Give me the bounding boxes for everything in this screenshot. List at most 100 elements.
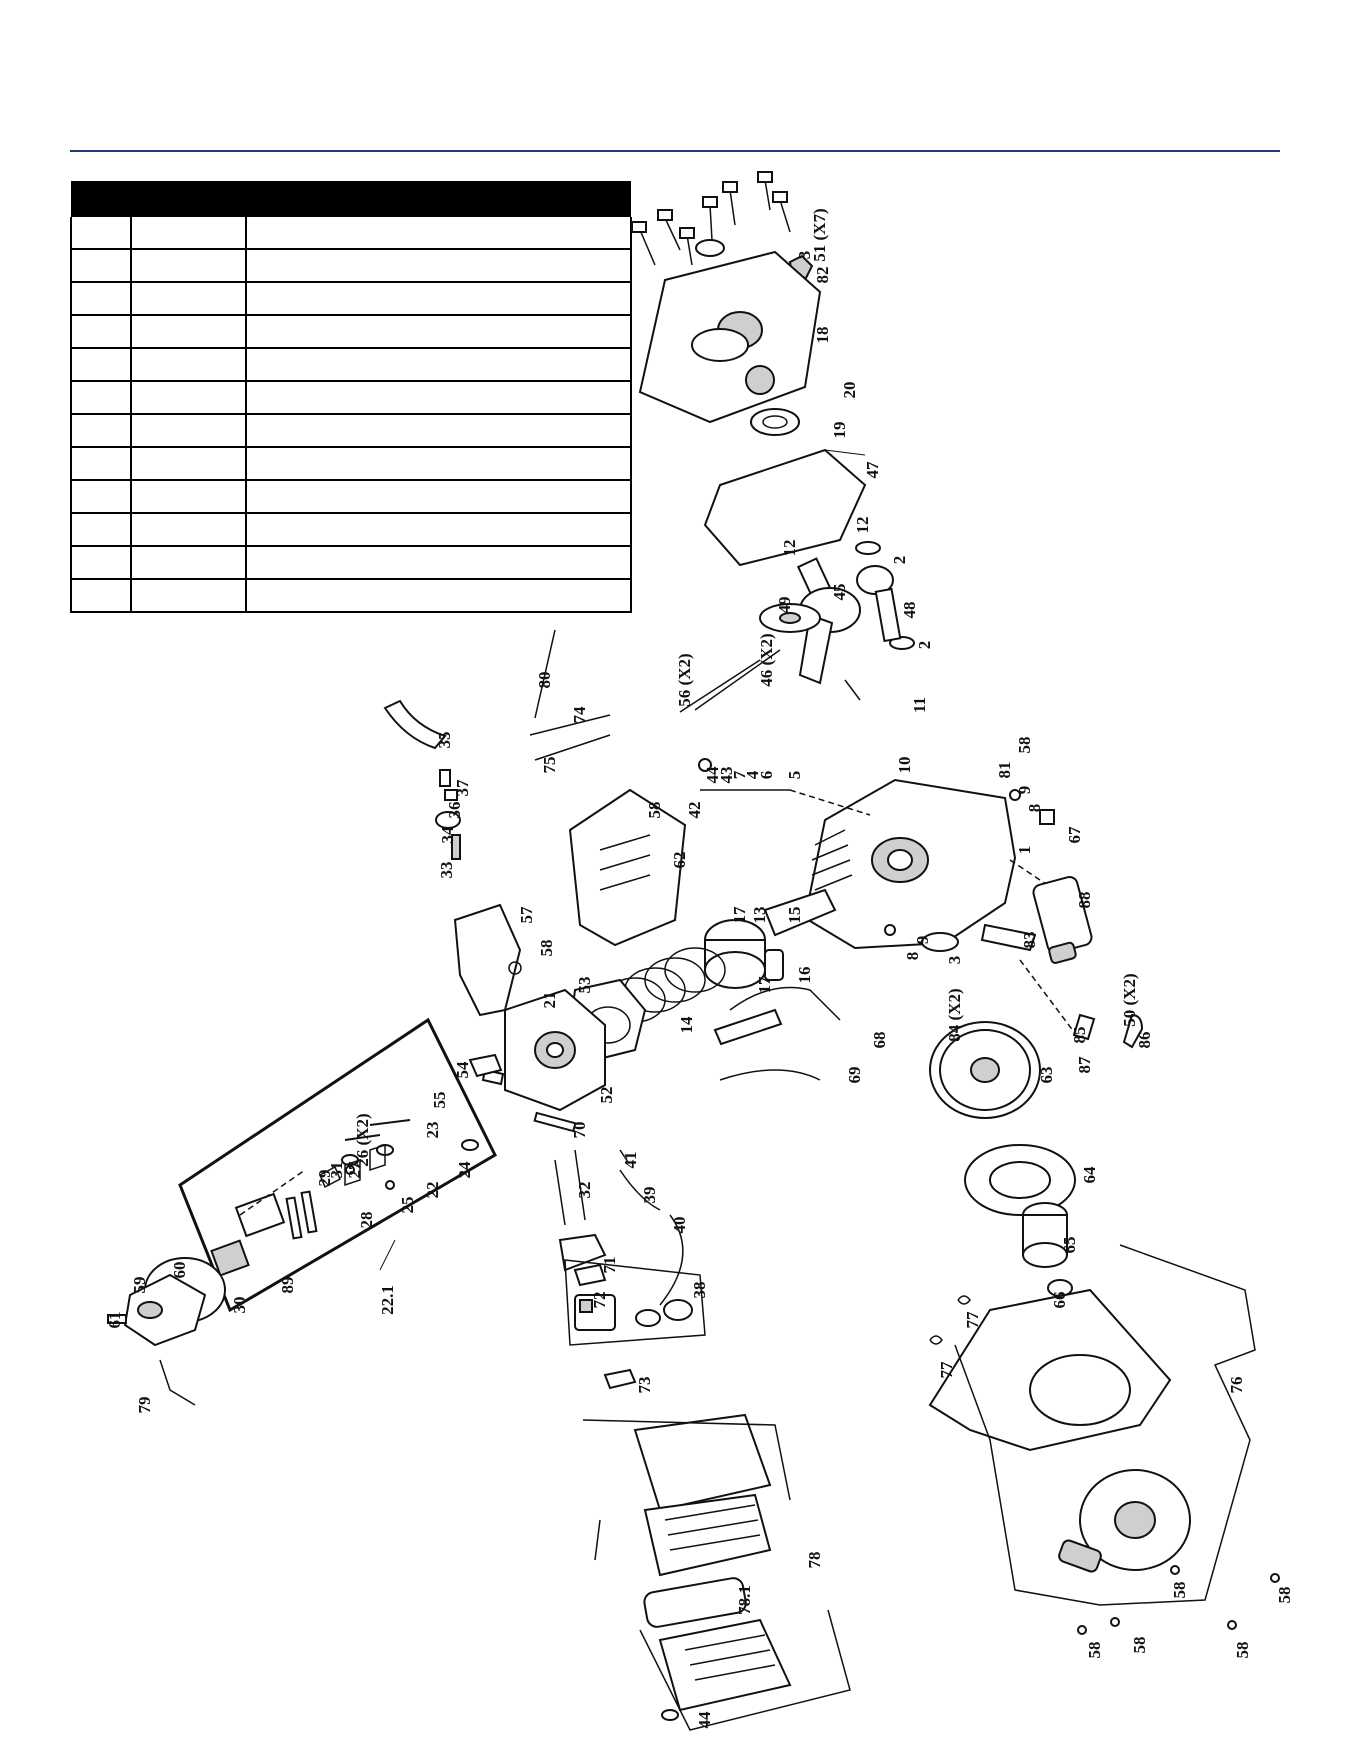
callout-label: 81 <box>995 762 1014 779</box>
callout-label: 17 <box>755 976 774 994</box>
callout-label: 67 <box>1065 826 1084 844</box>
table-header-row <box>71 181 631 217</box>
table-row <box>70 579 632 613</box>
callout-label: 44 <box>695 1711 714 1729</box>
table-row <box>70 546 632 580</box>
callout-label: 70 <box>570 1122 589 1139</box>
fuel-hose-69 <box>719 1069 821 1081</box>
table-cell-ref <box>70 315 132 349</box>
callout-label: 22.1 <box>378 1285 397 1315</box>
callout-label: 33 <box>437 862 456 879</box>
rod-74 <box>529 714 611 736</box>
callout-label: 40 <box>670 1217 689 1234</box>
table-cell-description <box>246 348 632 382</box>
table-row <box>70 480 632 514</box>
callout-label: 83 <box>1020 932 1039 949</box>
table-cell-part-no <box>131 480 247 514</box>
oil-seal-3 <box>695 239 725 257</box>
callout-label: 43 <box>717 767 736 784</box>
crankshaft-45 <box>796 557 861 701</box>
callout-label: 25 <box>398 1197 417 1214</box>
callout-label: 58 <box>1170 1582 1189 1599</box>
table-cell-ref <box>70 282 132 316</box>
callout-label: 3 <box>795 251 814 260</box>
fan-64 <box>964 1144 1076 1216</box>
table-cell-part-no <box>131 217 247 250</box>
callout-label: 21 <box>540 992 559 1009</box>
callout-label: 23 <box>423 1122 442 1139</box>
recoil-starter <box>1058 1469 1191 1573</box>
dowel-2a <box>855 541 881 555</box>
callout-label: 39 <box>640 1187 659 1204</box>
callout-label: 28 <box>357 1212 376 1229</box>
callout-label: 12 <box>853 517 872 534</box>
callout-label: 54 <box>453 1061 472 1079</box>
table-cell-ref <box>70 217 132 250</box>
studs-32 <box>554 1159 566 1226</box>
table-row <box>70 282 632 316</box>
callout-label: 10 <box>895 757 914 774</box>
callout-label: 79 <box>135 1397 154 1414</box>
cylinder-fins <box>811 829 853 891</box>
callout-label: 89 <box>278 1277 297 1294</box>
filter-element-78 <box>643 1493 772 1577</box>
table-cell-description <box>246 381 632 415</box>
callout-label: 73 <box>635 1377 654 1394</box>
callout-label: 74 <box>570 706 589 724</box>
clamp-41 <box>619 1149 629 1163</box>
piston-13 <box>704 919 766 989</box>
foam-78-1 <box>643 1577 747 1628</box>
callout-label: 58 <box>1130 1637 1149 1654</box>
table-row <box>70 414 632 448</box>
callout-label: 11 <box>910 697 929 713</box>
callout-label: 16 <box>795 967 814 984</box>
callout-label: 44 <box>703 766 722 784</box>
callout-label: 78 <box>805 1552 824 1569</box>
camshaft-48 <box>856 565 902 643</box>
callout-label: 38 <box>690 1282 709 1299</box>
table-cell-description <box>246 249 632 283</box>
table-cell-ref <box>70 348 132 382</box>
table-cell-description <box>246 414 632 448</box>
valve-parts <box>210 1119 411 1277</box>
callout-label: 18 <box>813 327 832 344</box>
table-cell-ref <box>70 546 132 580</box>
callout-label: 6 <box>757 771 776 780</box>
governor-20 <box>745 365 775 395</box>
gasket-72 <box>573 1263 607 1287</box>
carburetor <box>574 1294 693 1331</box>
callout-label: 41 <box>621 1152 640 1169</box>
oil-seal-3b <box>921 932 959 952</box>
table-cell-part-no <box>131 513 247 547</box>
studs-32b <box>574 1149 586 1221</box>
callout-label: 9 <box>913 936 932 945</box>
callout-label: 88 <box>1075 892 1094 909</box>
stud-54 <box>468 1053 503 1078</box>
callout-label: 76 <box>1227 1377 1246 1394</box>
heat-shield-57 <box>453 903 522 1017</box>
pushrod-56b <box>679 659 761 713</box>
callout-label: 87 <box>1075 1056 1094 1074</box>
filter-element-grid <box>664 1504 761 1551</box>
callout-label: 50 (X2) <box>1120 973 1139 1026</box>
table-row <box>70 447 632 481</box>
callout-label: 72 <box>590 1292 609 1309</box>
callout-label: 58 <box>645 802 664 819</box>
callout-label: 22 <box>423 1182 442 1199</box>
callout-label: 42 <box>685 802 704 819</box>
callout-label: 7 <box>730 770 749 779</box>
callout-label: 9 <box>1015 786 1034 795</box>
table-cell-part-no <box>131 249 247 283</box>
table-cell-ref <box>70 249 132 283</box>
bolt-61 <box>107 1314 127 1324</box>
header-rule <box>70 150 1280 152</box>
callout-label: 1 <box>1015 846 1034 855</box>
table-row <box>70 315 632 349</box>
hose-38-line <box>659 1214 684 1306</box>
callout-label: 68 <box>870 1032 889 1049</box>
callout-label: 36 <box>445 802 464 819</box>
callout-label: 65 <box>1060 1237 1079 1254</box>
table-cell-ref <box>70 480 132 514</box>
table-cell-description <box>246 579 632 613</box>
